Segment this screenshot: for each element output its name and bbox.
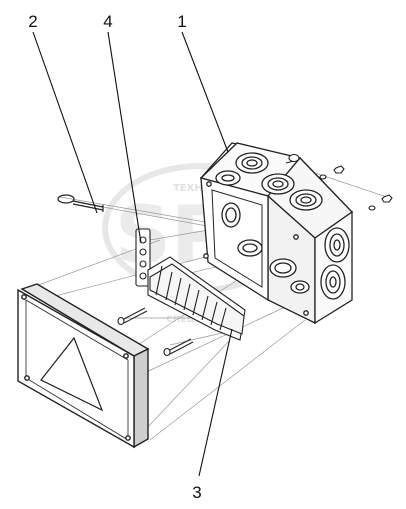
terminal-strip <box>147 256 246 341</box>
leader-line-1 <box>181 31 229 153</box>
leader-line-4 <box>107 31 142 244</box>
watermark-caption-top: ТЕХНИКА <box>173 183 227 194</box>
leader-line-3 <box>198 328 233 477</box>
ground-terminal <box>135 228 151 287</box>
box-fasteners <box>285 153 393 211</box>
callout-1: 1 <box>177 12 186 31</box>
leader-line-2 <box>32 31 98 214</box>
callout-2: 2 <box>28 12 37 31</box>
leader-lines <box>32 31 233 477</box>
projection-lines <box>24 167 391 441</box>
strip-screws <box>117 307 194 357</box>
callout-4: 4 <box>103 12 112 31</box>
eye-bolt <box>57 194 104 212</box>
cover-lid <box>17 283 150 449</box>
warning-triangle-icon <box>40 336 104 412</box>
callout-3: 3 <box>192 483 201 502</box>
junction-box <box>199 142 353 325</box>
